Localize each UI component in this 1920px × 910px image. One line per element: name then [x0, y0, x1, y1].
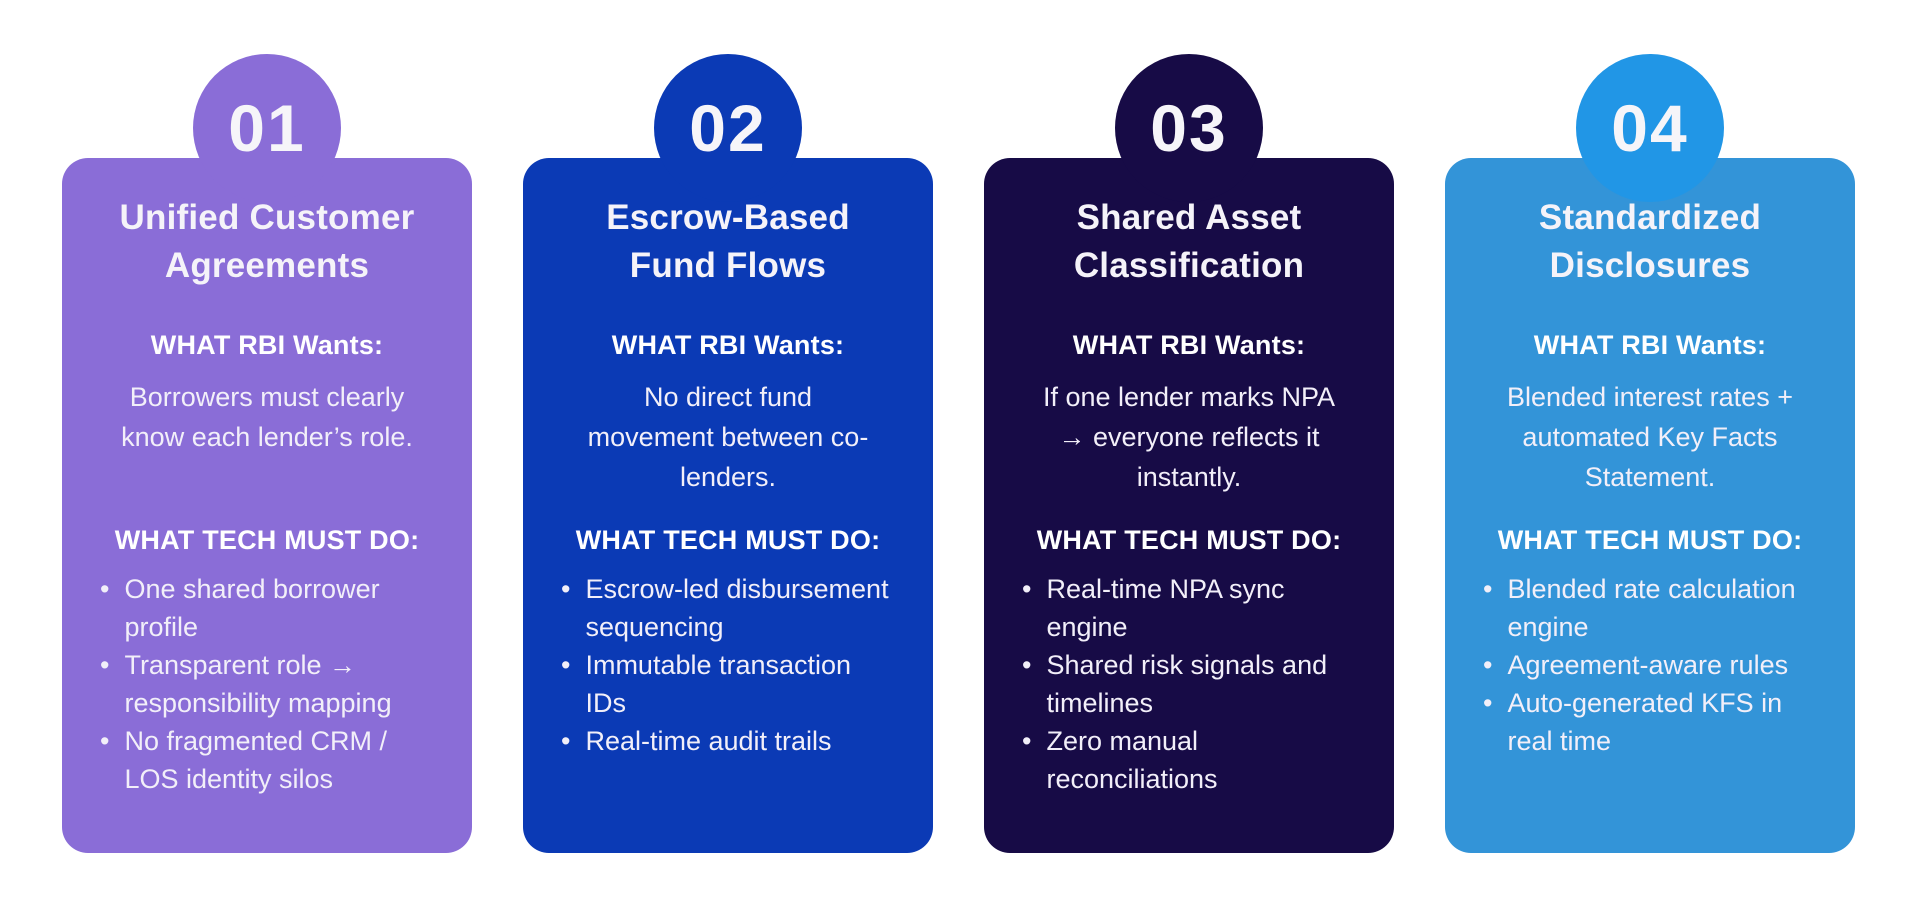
bullet-text: Shared risk signals and timelines — [1046, 650, 1328, 718]
tech-bullet: • No fragmented CRM / LOS identity silos — [100, 722, 438, 798]
card-title-line: Shared Asset — [1076, 198, 1302, 237]
rbi-wants-text-03: If one lender marks NPA → everyone reflec… — [1018, 377, 1360, 525]
rbi-wants-text-02: No direct fund movement between co-lender… — [557, 377, 899, 525]
tech-bullet: • Auto-generated KFS in real time — [1483, 684, 1821, 760]
rbi-wants-label-03: WHAT RBI Wants: — [1072, 330, 1306, 360]
card-title-line: Fund Flows — [629, 246, 827, 285]
tech-bullet-list-04: • Blended rate calculation engine • Agre… — [1479, 570, 1821, 760]
step-number-badge-04: 04 — [1576, 54, 1724, 202]
rbi-wants-line: Statement. — [1584, 462, 1716, 492]
tech-must-do-label-01: WHAT TECH MUST DO: — [114, 525, 420, 555]
rbi-wants-label-04: WHAT RBI Wants: — [1533, 330, 1767, 360]
rbi-wants-text-04: Blended interest rates + automated Key Fa… — [1479, 377, 1821, 525]
rbi-wants-line: automated Key Facts — [1522, 422, 1778, 452]
bullet-text: Zero manual reconciliations — [1046, 726, 1218, 794]
bullet-text: No fragmented CRM / LOS identity silos — [124, 726, 388, 794]
rbi-wants-label-02: WHAT RBI Wants: — [611, 330, 845, 360]
bullet-text: One shared borrower profile — [124, 574, 380, 642]
tech-bullet: • Zero manual reconciliations — [1022, 722, 1360, 798]
bullet-text: Escrow-led disbursement sequencing — [585, 574, 889, 642]
bullet-dot-icon: • — [561, 574, 571, 604]
rbi-wants-label-01: WHAT RBI Wants: — [150, 330, 384, 360]
rbi-wants-line: Blended interest rates + — [1507, 382, 1793, 412]
rbi-wants-line: No direct fund — [643, 382, 813, 412]
rbi-wants-line: Borrowers must clearly — [129, 382, 405, 412]
rbi-wants-line: know each lender’s role. — [121, 422, 413, 452]
bullet-dot-icon: • — [1483, 688, 1493, 718]
step-number-01: 01 — [228, 91, 306, 165]
card-title-line: Escrow-Based — [606, 198, 850, 237]
rbi-wants-text-01: Borrowers must clearly know each lender’s… — [96, 377, 438, 525]
tech-bullet-list-01: • One shared borrower profile • Transpar… — [96, 570, 438, 798]
step-number-02: 02 — [689, 91, 767, 165]
bullet-dot-icon: • — [1022, 726, 1032, 756]
tech-bullet: • Agreement-aware rules — [1483, 646, 1821, 684]
bullet-dot-icon: • — [1022, 650, 1032, 680]
bullet-dot-icon: • — [1022, 574, 1032, 604]
card-title-line: Agreements — [164, 246, 370, 285]
tech-must-do-label-02: WHAT TECH MUST DO: — [575, 525, 881, 555]
bullet-text: Auto-generated KFS in real time — [1507, 688, 1783, 756]
rbi-wants-line: → everyone reflects it — [1058, 422, 1320, 452]
tech-bullet: • Blended rate calculation engine — [1483, 570, 1821, 646]
tech-bullet: • Immutable transaction IDs — [561, 646, 899, 722]
bullet-text: Agreement-aware rules — [1507, 650, 1789, 680]
rbi-wants-line: lenders. — [679, 462, 777, 492]
card-title-line: Standardized — [1538, 198, 1762, 237]
bullet-dot-icon: • — [1483, 650, 1493, 680]
bullet-dot-icon: • — [561, 650, 571, 680]
tech-must-do-label-03: WHAT TECH MUST DO: — [1036, 525, 1342, 555]
tech-bullet: • Escrow-led disbursement sequencing — [561, 570, 899, 646]
tech-bullet-list-03: • Real-time NPA sync engine • Shared ris… — [1018, 570, 1360, 798]
card-title-line: Unified Customer — [119, 198, 415, 237]
rbi-wants-line: movement between co- — [587, 422, 869, 452]
tech-bullet: • Real-time audit trails — [561, 722, 899, 760]
step-number-03: 03 — [1150, 91, 1228, 165]
tech-bullet-list-02: • Escrow-led disbursement sequencing • I… — [557, 570, 899, 760]
step-number-04: 04 — [1611, 91, 1689, 165]
step-number-badge-02: 02 — [654, 54, 802, 202]
rbi-wants-line: If one lender marks NPA — [1042, 382, 1336, 412]
tech-bullet: • One shared borrower profile — [100, 570, 438, 646]
tech-bullet: • Shared risk signals and timelines — [1022, 646, 1360, 722]
tech-must-do-label-04: WHAT TECH MUST DO: — [1497, 525, 1803, 555]
bullet-dot-icon: • — [100, 650, 110, 680]
step-number-badge-03: 03 — [1115, 54, 1263, 202]
step-number-badge-01: 01 — [193, 54, 341, 202]
bullet-dot-icon: • — [100, 726, 110, 756]
bullet-text: Immutable transaction IDs — [585, 650, 852, 718]
bullet-text: Blended rate calculation engine — [1507, 574, 1796, 642]
bullet-text: Real-time NPA sync engine — [1046, 574, 1285, 642]
card-title-line: Classification — [1073, 246, 1305, 285]
rbi-wants-line: instantly. — [1136, 462, 1242, 492]
bullet-dot-icon: • — [561, 726, 571, 756]
bullet-dot-icon: • — [1483, 574, 1493, 604]
bullet-text: Real-time audit trails — [585, 726, 832, 756]
tech-bullet: • Transparent role → responsibility mapp… — [100, 646, 438, 722]
bullet-dot-icon: • — [100, 574, 110, 604]
bullet-text: Transparent role → responsibility mappin… — [124, 650, 392, 718]
card-title-line: Disclosures — [1549, 246, 1751, 285]
tech-bullet: • Real-time NPA sync engine — [1022, 570, 1360, 646]
